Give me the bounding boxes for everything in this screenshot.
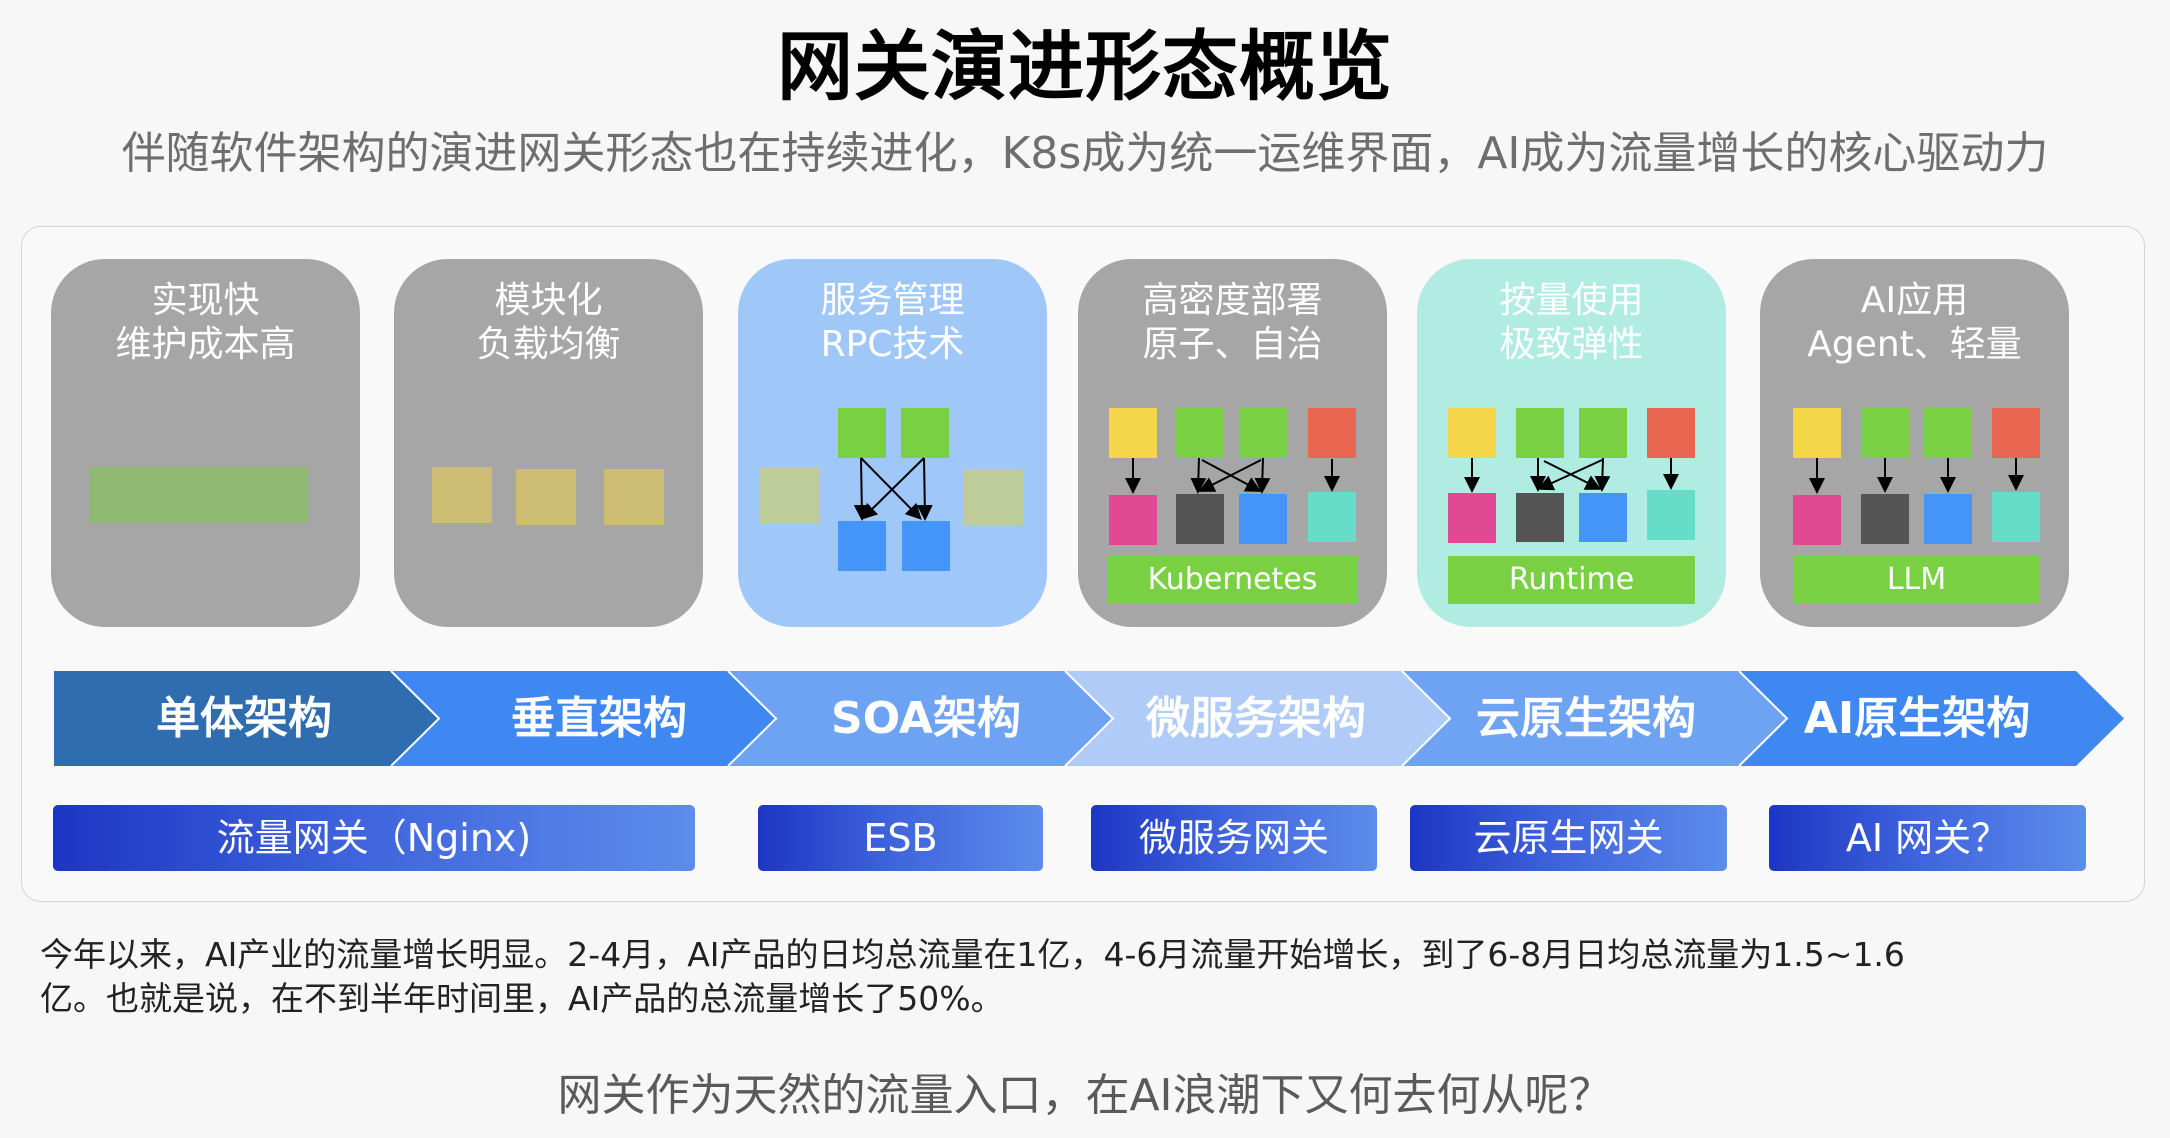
card-title-line2: RPC技术: [820, 324, 965, 365]
card-ai-native: AI应用 Agent、轻量 LLM: [1760, 259, 2069, 627]
card-title: 按量使用 极致弹性: [1417, 279, 1726, 367]
card-title: 实现快 维护成本高: [51, 279, 360, 367]
card-title-line1: AI应用: [1860, 280, 1969, 321]
arch-chevron-vertical: [391, 671, 776, 766]
gateway-cloud-native: 云原生网关: [1410, 805, 1727, 871]
card-vertical: 模块化 负载均衡: [394, 259, 703, 627]
service-block: [1109, 495, 1157, 545]
card-monolith: 实现快 维护成本高: [51, 259, 360, 627]
service-block: [1516, 493, 1564, 542]
gateway-microservice: 微服务网关: [1091, 805, 1377, 871]
service-block: [1924, 408, 1972, 458]
arch-separator: [390, 671, 441, 766]
service-block: [838, 521, 886, 571]
card-title: 服务管理 RPC技术: [738, 279, 1047, 367]
service-block: [1176, 494, 1224, 544]
card-title-line1: 模块化: [494, 280, 603, 321]
arch-separator: [1401, 671, 1452, 766]
runtime-layer: Runtime: [1448, 556, 1695, 604]
service-block: [838, 408, 886, 458]
arch-separator: [1738, 671, 1789, 766]
card-cloud-native: 按量使用 极致弹性 Runtime: [1417, 259, 1726, 627]
card-title-line2: 原子、自治: [1142, 324, 1323, 365]
paragraph-line-1: 今年以来，AI产业的流量增长明显。2-4月，AI产品的日均总流量在1亿，4-6月…: [40, 935, 1905, 974]
page-title: 网关演进形态概览: [777, 22, 1393, 111]
arch-label-cloud-native: 云原生架构: [1476, 693, 1696, 744]
arch-chevron-cloud-native: [1402, 671, 1787, 766]
card-title: 高密度部署 原子、自治: [1078, 279, 1387, 367]
card-title-line1: 实现快: [151, 280, 260, 321]
service-block: [1308, 492, 1356, 542]
service-block: [1176, 408, 1224, 458]
kubernetes-layer: Kubernetes: [1107, 556, 1358, 604]
arch-label-soa: SOA架构: [831, 693, 1021, 744]
service-block: [1239, 494, 1287, 544]
card-title-line1: 服务管理: [820, 280, 965, 321]
arch-label-microservice: 微服务架构: [1146, 693, 1366, 744]
side-block: [963, 469, 1023, 525]
service-block: [1793, 495, 1841, 545]
page-subtitle: 伴随软件架构的演进网关形态也在持续进化，K8s成为统一运维界面，AI成为流量增长…: [121, 128, 2049, 179]
card-title-line2: 负载均衡: [476, 324, 621, 365]
service-block: [1924, 494, 1972, 544]
module-block: [604, 469, 664, 525]
service-block: [1579, 408, 1627, 458]
card-title-line2: 维护成本高: [115, 324, 296, 365]
arch-chevron-monolith: [54, 671, 439, 766]
service-block: [1647, 408, 1695, 458]
module-block: [516, 469, 576, 525]
card-title-line2: Agent、轻量: [1807, 324, 2022, 365]
module-block: [432, 467, 492, 523]
service-block: [1448, 408, 1496, 458]
card-title-line1: 高密度部署: [1142, 280, 1323, 321]
llm-layer: LLM: [1793, 556, 2040, 604]
architecture-timeline: 单体架构 垂直架构 SOA架构 微服务架构 云原生架构 AI原生架构: [54, 671, 2124, 766]
service-block: [1239, 408, 1287, 458]
service-block: [902, 521, 950, 571]
arch-separator: [1064, 671, 1115, 766]
arch-separator: [727, 671, 778, 766]
card-title-line1: 按量使用: [1499, 280, 1644, 321]
card-soa: 服务管理 RPC技术: [738, 259, 1047, 627]
closing-question: 网关作为天然的流量入口，在AI浪潮下又何去何从呢？: [557, 1070, 1613, 1121]
service-block: [1861, 494, 1909, 544]
service-block: [1992, 408, 2040, 458]
service-block: [1647, 490, 1695, 540]
arch-chevron-ai-native: [1739, 671, 2124, 766]
service-block: [1992, 492, 2040, 542]
architecture-chevrons: [54, 671, 2124, 766]
card-title-line2: 极致弹性: [1499, 324, 1644, 365]
gateway-traffic-nginx: 流量网关（Nginx): [53, 805, 695, 871]
card-microservice: 高密度部署 原子、自治 Kubernetes: [1078, 259, 1387, 627]
service-block: [1793, 408, 1841, 458]
gateway-ai: AI 网关？: [1769, 805, 2086, 871]
card-title: 模块化 负载均衡: [394, 279, 703, 367]
service-block: [1448, 493, 1496, 543]
arch-chevron-microservice: [1065, 671, 1450, 766]
service-block: [901, 408, 949, 458]
arch-label-monolith: 单体架构: [156, 693, 332, 744]
monolith-block: [89, 467, 308, 523]
card-title: AI应用 Agent、轻量: [1760, 279, 2069, 367]
service-block: [1861, 408, 1909, 458]
arch-label-vertical: 垂直架构: [511, 693, 687, 744]
arch-label-ai-native: AI原生架构: [1803, 693, 2031, 744]
paragraph-line-2: 亿。也就是说，在不到半年时间里，AI产品的总流量增长了50%。: [40, 979, 1004, 1018]
arch-chevron-soa: [728, 671, 1113, 766]
service-block: [1109, 408, 1157, 458]
service-block: [1579, 493, 1627, 542]
side-block: [760, 467, 820, 523]
service-block: [1516, 408, 1564, 458]
gateway-esb: ESB: [758, 805, 1043, 871]
service-block: [1308, 408, 1356, 458]
